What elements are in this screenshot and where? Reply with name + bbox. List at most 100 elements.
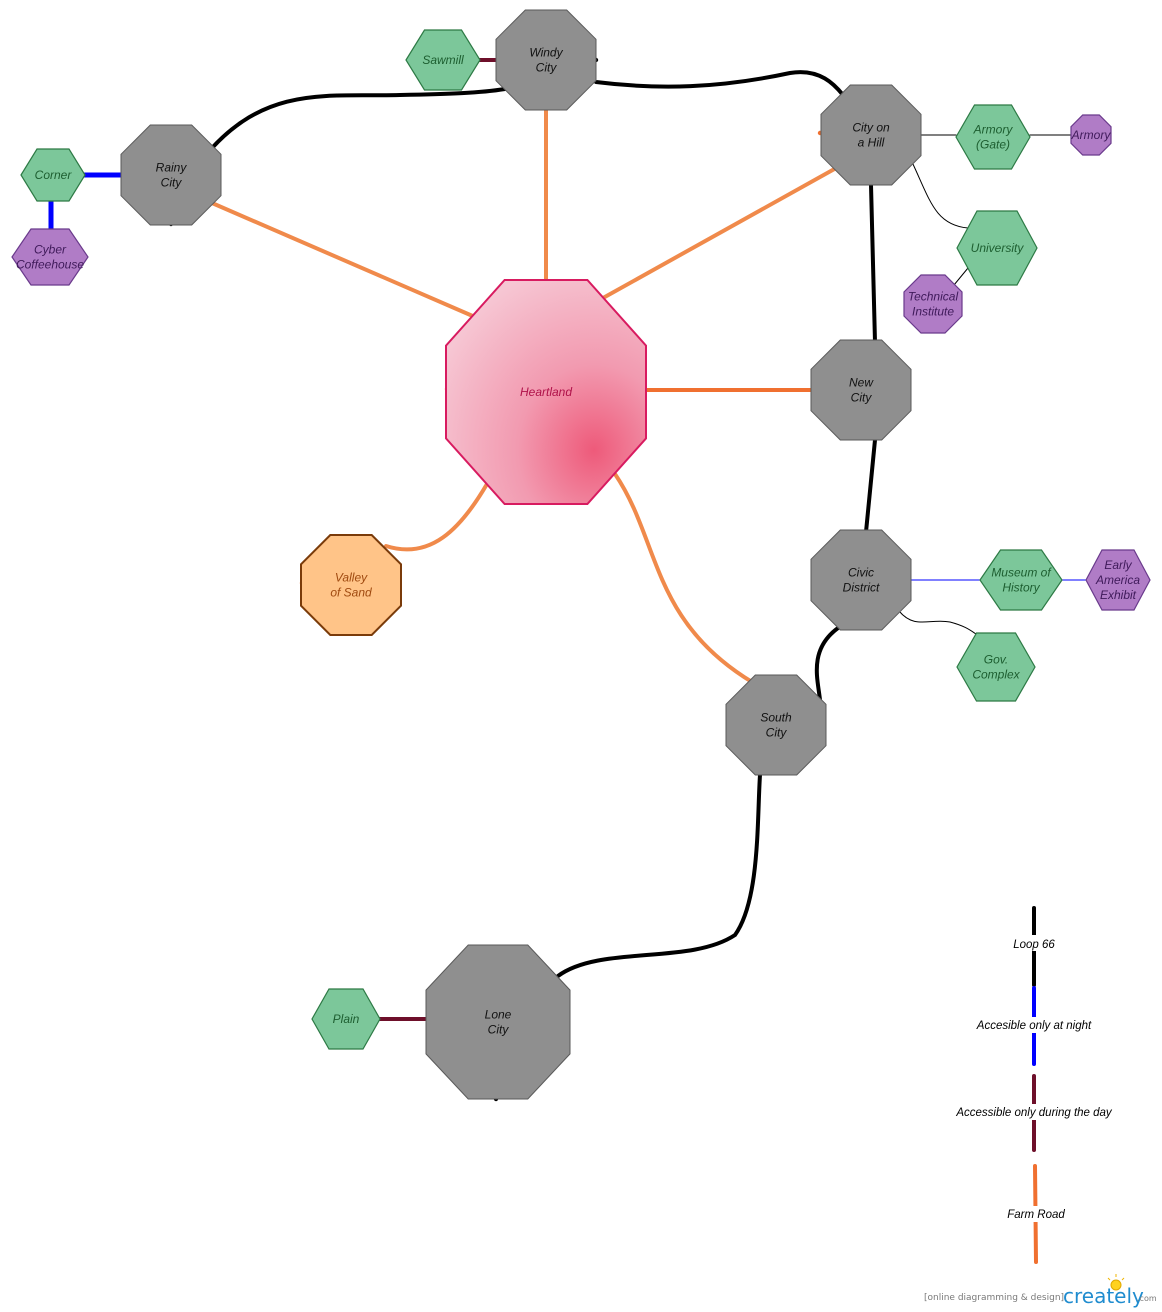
legend: Loop 66 Accesible only at night Accessib…	[944, 906, 1126, 1264]
edge-heartland-south	[613, 472, 754, 684]
node-label-line: Heartland	[520, 385, 572, 399]
node-label-line: America	[1095, 573, 1140, 587]
edge-hill-university	[911, 161, 969, 229]
node-label-line: Sawmill	[422, 53, 464, 67]
node-shape	[725, 674, 827, 776]
edge-windy-hill	[594, 70, 845, 97]
creately-watermark: [online diagramming & design] creately .…	[924, 1274, 1157, 1308]
node-label-line: South	[760, 711, 792, 725]
node-shape	[820, 84, 922, 186]
node-label-line: City	[161, 176, 183, 190]
legend-item-day: Accessible only during the day	[944, 1074, 1126, 1152]
node-label-line: Complex	[972, 668, 1020, 682]
edge-newcity-civic	[864, 438, 877, 534]
node-label-line: Plain	[333, 1012, 360, 1026]
node-shape	[956, 210, 1038, 286]
node-shape	[120, 124, 222, 226]
edge-civic-south	[814, 626, 840, 702]
node-shape	[956, 632, 1036, 702]
node-shape	[11, 228, 89, 286]
node-label-line: University	[971, 241, 1025, 255]
node-label-line: Civic	[848, 566, 874, 580]
node-shape	[1085, 549, 1151, 611]
brand-name: creately	[1063, 1284, 1144, 1308]
node-label-line: Exhibit	[1100, 588, 1137, 602]
legend-label-day: Accessible only during the day	[955, 1107, 1113, 1119]
node-label-line: History	[1002, 581, 1040, 595]
node-label-line: City	[536, 61, 558, 75]
edge-south-lone	[556, 773, 762, 978]
node-label-line: Gov.	[984, 653, 1008, 667]
edges	[48, 58, 1088, 1021]
node-label-line: Museum of	[991, 566, 1052, 580]
edge-heartland-valley	[384, 482, 489, 552]
node-shape	[300, 534, 402, 636]
edge-heartland-hill	[601, 165, 840, 300]
node-label-line: of Sand	[330, 586, 372, 600]
legend-label-night: Accesible only at night	[976, 1020, 1092, 1032]
edge-heartland-rainy	[210, 201, 477, 319]
node-label-line: Technical	[908, 290, 959, 304]
node-label-line: City	[488, 1023, 510, 1037]
node-sawmill[interactable]: Sawmill	[405, 29, 481, 91]
legend-label-farm: Farm Road	[1007, 1209, 1065, 1221]
edge-rainy-windy	[210, 87, 507, 150]
node-shape	[810, 529, 912, 631]
node-heartland[interactable]: Heartland	[445, 279, 647, 505]
node-shape	[445, 279, 647, 505]
node-shape	[979, 549, 1063, 611]
node-armory-gate[interactable]: Armory(Gate)	[955, 104, 1031, 170]
node-armory[interactable]: Armory	[1070, 114, 1112, 156]
node-city-on-a-hill[interactable]: City ona Hill	[820, 84, 922, 186]
node-shape	[1070, 114, 1112, 156]
node-label-line: City	[851, 391, 873, 405]
node-label-line: Coffeehouse	[16, 258, 84, 272]
node-label-line: Corner	[35, 168, 73, 182]
node-label-line: City	[766, 726, 788, 740]
node-label-line: District	[843, 581, 880, 595]
edge-civic-gov	[898, 610, 977, 635]
node-label-line: Valley	[335, 571, 368, 585]
node-gov-complex[interactable]: Gov.Complex	[956, 632, 1036, 702]
node-label-line: (Gate)	[976, 138, 1010, 152]
node-shape	[405, 29, 481, 91]
node-corner[interactable]: Corner	[20, 148, 86, 202]
edge-hill-newcity	[869, 183, 877, 344]
node-shape	[903, 274, 963, 334]
node-university[interactable]: University	[956, 210, 1038, 286]
legend-label-loop: Loop 66	[1013, 939, 1055, 951]
node-label-line: Institute	[912, 305, 954, 319]
node-shape	[311, 988, 381, 1050]
node-label-line: New	[849, 376, 874, 390]
node-shape	[495, 9, 597, 111]
edge-university-technical	[953, 267, 969, 286]
node-label-line: Cyber	[34, 243, 67, 257]
bulb-icon	[1107, 1274, 1125, 1291]
node-label-line: Lone	[485, 1008, 512, 1022]
node-label-line: Windy	[529, 46, 563, 60]
node-label-line: Armory	[973, 123, 1014, 137]
brand-tagline: [online diagramming & design]	[924, 1293, 1064, 1303]
node-shape	[20, 148, 86, 202]
brand-tld: .com	[1137, 1294, 1157, 1303]
legend-item-farm: Farm Road	[998, 1164, 1076, 1264]
legend-item-loop: Loop 66	[1002, 906, 1066, 987]
node-label-line: Armory	[1071, 128, 1112, 142]
node-label-line: Early	[1104, 558, 1132, 572]
node-plain[interactable]: Plain	[311, 988, 381, 1050]
node-shape	[955, 104, 1031, 170]
node-label-line: Rainy	[156, 161, 188, 175]
